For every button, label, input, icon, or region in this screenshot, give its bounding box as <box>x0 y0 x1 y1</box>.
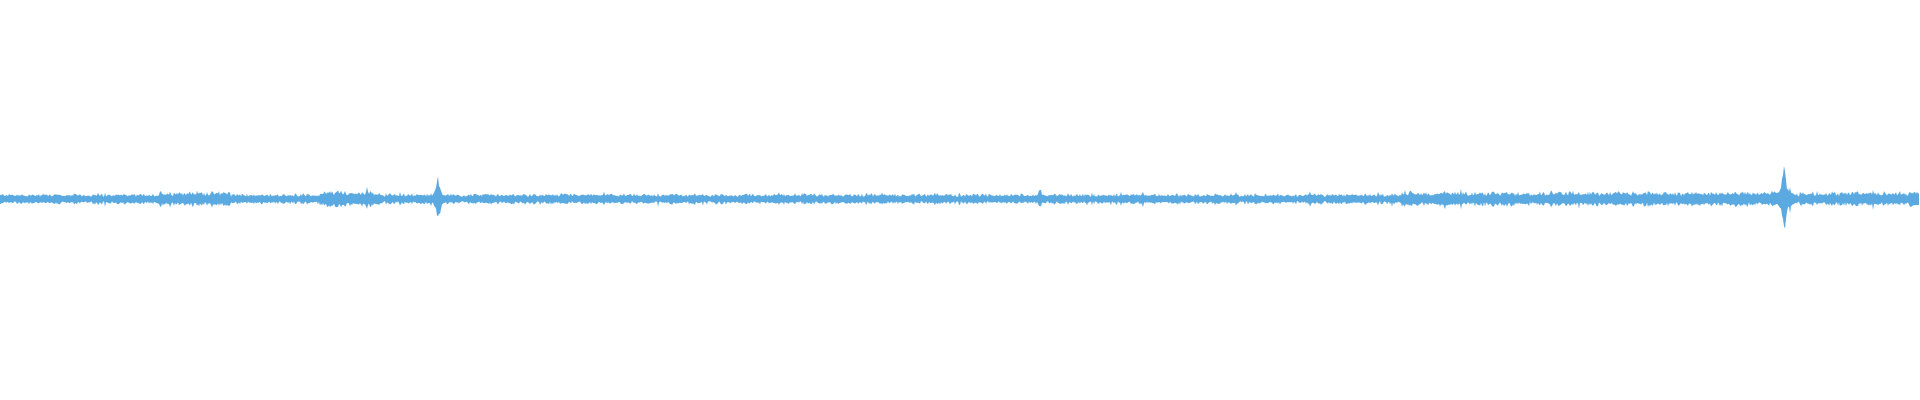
waveform-shape <box>0 166 1919 229</box>
